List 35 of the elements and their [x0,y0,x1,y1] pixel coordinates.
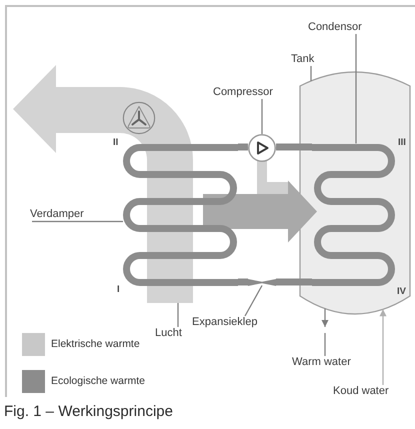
callout-label: Compressor [213,86,273,99]
callout-label: Condensor [308,21,362,34]
callout-label: Tank [291,53,314,66]
refrigerant-pipe [238,278,248,286]
compressor-symbol [248,134,276,162]
refrigerant-pipe [276,278,312,286]
air-flow-arrow [13,65,193,303]
callout-label: Warm water [292,356,351,369]
leader-line [261,99,263,134]
evaporator-coil [123,144,238,286]
refrigerant-pipe [238,144,248,150]
callout-label: Verdamper [30,208,84,221]
cycle-point-label: I [117,284,120,296]
leader-line [310,66,312,81]
callout-label: Koud water [333,385,389,398]
leader-line [355,34,357,144]
valve-symbol [248,278,276,286]
cycle-point-label: III [398,137,406,149]
water-flow-arrow [380,309,386,385]
leader-line [324,333,326,356]
refrigerant-pipe [276,144,312,150]
figure-caption: Fig. 1 – Werkingsprincipe [4,403,173,421]
storage-tank [299,71,411,315]
leader-line [32,220,123,222]
leader-line [177,303,179,327]
cycle-point-label: II [113,137,118,149]
legend-label: Elektrische warmte [51,338,140,351]
cycle-point-label: IV [397,286,406,298]
legend-label: Ecologische warmte [51,375,145,388]
water-flow-arrow [322,308,328,327]
leader-line [244,285,263,316]
heat-flow-arrow [203,180,317,242]
condenser-coil [312,144,395,286]
callout-label: Lucht [155,327,182,340]
callout-label: Expansieklep [192,316,258,329]
